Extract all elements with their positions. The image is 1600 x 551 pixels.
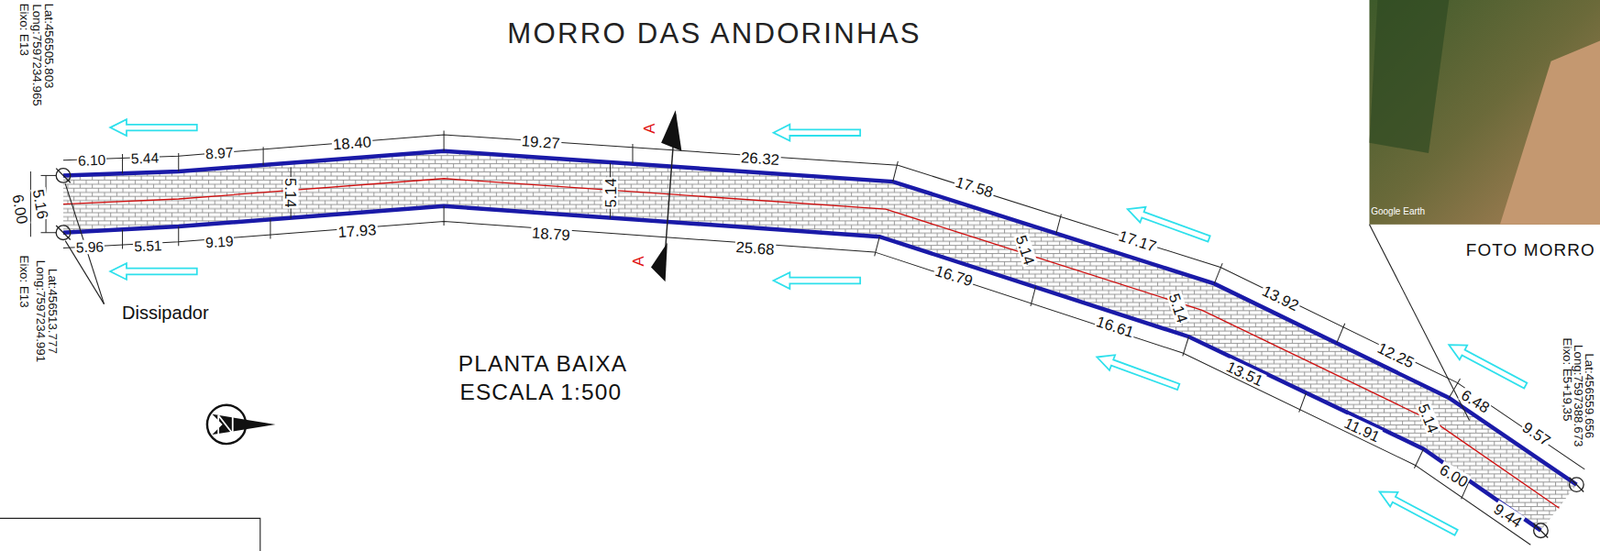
photo-caption: FOTO MORRO	[1465, 241, 1597, 259]
dimension-text: 18.79	[529, 224, 572, 243]
drawing-title: MORRO DAS ANDORINHAS	[506, 19, 923, 48]
dimension-text: 17.58	[952, 173, 996, 200]
dimension-text: 5.44	[129, 150, 160, 166]
dimension-text: 5.51	[132, 238, 164, 254]
photo-watermark: Google Earth	[1369, 207, 1426, 217]
width-dimension: 5.14	[602, 176, 618, 210]
dimension-text: 18.40	[331, 133, 373, 153]
width-dimension: 5.16	[30, 187, 51, 221]
coordinate-text: Long:7597234.965	[30, 2, 43, 108]
coordinate-text: Long:7597388.673	[1572, 343, 1585, 449]
coordinate-text: Lat:456505.803	[43, 2, 56, 90]
section-letter: A	[640, 122, 657, 135]
dimension-text: 25.68	[734, 239, 776, 258]
scale-text: ESCALA 1:500	[458, 381, 623, 404]
section-letter: A	[629, 254, 646, 267]
dimension-text: 9.57	[1519, 418, 1555, 449]
dimension-text: 17.17	[1115, 227, 1159, 254]
width-dimension: 6.00	[10, 192, 31, 227]
coordinate-text: Lat:456513.777	[46, 267, 59, 355]
dimension-text: 26.32	[739, 149, 782, 168]
dimension-text: 19.27	[519, 132, 562, 152]
dimension-text: 17.93	[336, 221, 378, 241]
coordinate-text: Long:7597234.991	[34, 259, 47, 365]
dimension-text: 5.96	[74, 239, 105, 255]
callout-text: Dissipador	[121, 304, 210, 323]
coordinate-text: Lat:456559.656	[1583, 352, 1596, 440]
coordinate-text: Eixo: E13	[18, 253, 31, 309]
view-title: PLANTA BAIXA	[457, 353, 629, 376]
dimension-text: 6.10	[77, 152, 108, 168]
width-dimension: 5.14	[283, 176, 299, 210]
coordinate-text: Eixo: E5+19,35	[1561, 336, 1574, 422]
dimension-text: 9.19	[203, 233, 235, 251]
coordinate-text: Eixo: E13	[18, 2, 31, 57]
dimension-text: 8.97	[203, 144, 235, 162]
